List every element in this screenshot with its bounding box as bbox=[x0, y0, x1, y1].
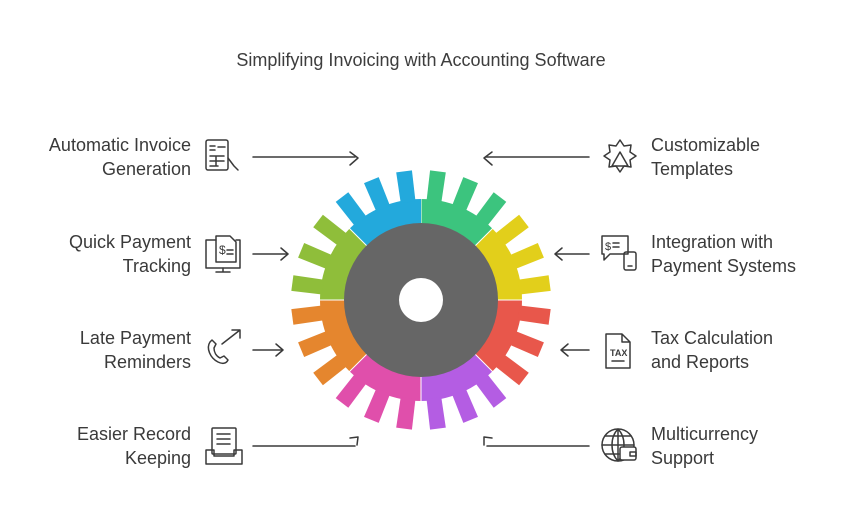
label-multicurrency-support: Multicurrency Support bbox=[651, 422, 758, 470]
gear-tooth bbox=[335, 373, 367, 408]
arrow-customizable bbox=[483, 151, 590, 166]
label-line: Generation bbox=[101, 159, 191, 179]
gear-tooth bbox=[313, 354, 348, 386]
gear-tooth bbox=[313, 214, 348, 246]
label-line: and Reports bbox=[651, 352, 750, 372]
label-line: Tax Calculation bbox=[651, 328, 774, 348]
template-badge-icon bbox=[603, 139, 637, 173]
gear-segment bbox=[420, 170, 507, 251]
svg-text:$: $ bbox=[219, 243, 226, 257]
gear-tooth bbox=[335, 192, 367, 227]
gear-tooth bbox=[475, 192, 507, 227]
label-line: Customizable bbox=[651, 135, 761, 155]
label-line: Integration with bbox=[651, 232, 774, 252]
label-quick-payment-tracking: Quick Payment Tracking bbox=[69, 230, 191, 278]
arrow-multicurrency bbox=[483, 436, 590, 447]
gear-segment bbox=[470, 214, 551, 300]
gear-tooth bbox=[364, 177, 391, 212]
tax-document-icon: TAX bbox=[605, 333, 631, 369]
label-line: Late Payment bbox=[79, 328, 191, 348]
gear-segment bbox=[291, 300, 372, 386]
arrow-late-payment bbox=[252, 343, 284, 357]
payment-integration-icon: $ bbox=[601, 235, 637, 271]
gear-segment bbox=[291, 214, 372, 301]
label-line: Reminders bbox=[103, 352, 191, 372]
gear-tooth bbox=[517, 305, 551, 325]
label-line: Tracking bbox=[122, 256, 191, 276]
gear-tooth bbox=[396, 170, 416, 204]
arrow-tax bbox=[560, 343, 590, 357]
label-line: Multicurrency bbox=[651, 424, 759, 444]
label-line: Support bbox=[651, 448, 715, 468]
gear-center-hole bbox=[399, 278, 443, 322]
payment-tracking-icon: $ bbox=[205, 235, 241, 273]
label-line: Automatic Invoice bbox=[48, 135, 191, 155]
label-line: Quick Payment bbox=[68, 232, 191, 252]
label-automatic-invoice-generation: Automatic Invoice Generation bbox=[49, 133, 191, 181]
arrow-automatic-invoice bbox=[252, 151, 359, 166]
gear-tooth bbox=[509, 330, 544, 357]
diagram-title: Simplifying Invoicing with Accounting So… bbox=[236, 50, 606, 70]
gear-segment bbox=[335, 349, 422, 430]
label-customizable-templates: Customizable Templates bbox=[651, 133, 760, 181]
gear-tooth bbox=[475, 373, 507, 408]
label-line: Payment Systems bbox=[651, 256, 797, 276]
globe-wallet-icon bbox=[601, 428, 637, 462]
gear-segment bbox=[421, 349, 507, 430]
label-tax-calculation-reports: Tax Calculation and Reports bbox=[651, 326, 773, 374]
gear-tooth bbox=[509, 243, 544, 270]
gear-segment bbox=[470, 299, 551, 386]
gear-tooth bbox=[451, 388, 478, 423]
gear-tooth bbox=[396, 396, 416, 430]
phone-reminder-icon bbox=[207, 329, 241, 365]
gear-tooth bbox=[517, 275, 551, 295]
tax-icon-label: TAX bbox=[610, 348, 627, 358]
label-line: Keeping bbox=[124, 448, 191, 468]
gear-tooth bbox=[494, 354, 529, 386]
arrow-integration bbox=[554, 247, 590, 261]
invoice-icon bbox=[205, 139, 239, 171]
gear-tooth bbox=[451, 177, 478, 212]
label-integration-payment-systems: Integration with Payment Systems bbox=[651, 230, 796, 278]
gear-segment bbox=[335, 170, 421, 251]
gear-tooth bbox=[291, 275, 325, 295]
gear-tooth bbox=[291, 305, 325, 325]
label-line: Easier Record bbox=[76, 424, 191, 444]
gear-tooth bbox=[298, 330, 333, 357]
gear-tooth bbox=[494, 214, 529, 246]
gear-tooth bbox=[364, 388, 391, 423]
gear-tooth bbox=[298, 243, 333, 270]
arrow-quick-payment bbox=[252, 247, 289, 261]
gear-tooth bbox=[426, 396, 446, 430]
label-line: Templates bbox=[651, 159, 734, 179]
record-tray-icon bbox=[205, 427, 243, 465]
svg-text:$: $ bbox=[605, 241, 611, 253]
arrow-record-keeping bbox=[252, 436, 359, 447]
label-late-payment-reminders: Late Payment Reminders bbox=[80, 326, 191, 374]
gear-segments bbox=[291, 170, 551, 430]
gear-tooth bbox=[426, 170, 446, 204]
label-easier-record-keeping: Easier Record Keeping bbox=[77, 422, 191, 470]
